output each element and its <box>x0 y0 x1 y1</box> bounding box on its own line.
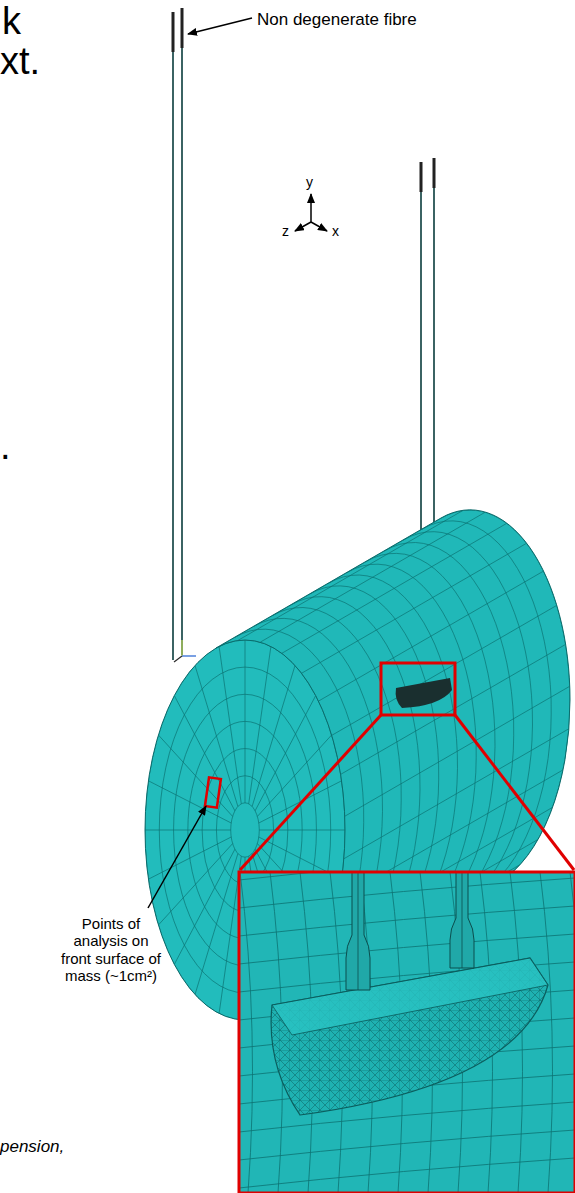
mesh-line <box>385 543 514 915</box>
text-label: k <box>2 0 21 44</box>
mesh-line <box>174 849 235 964</box>
mesh-line <box>441 510 570 882</box>
inset-ground <box>239 872 575 1193</box>
axis-triad <box>295 194 327 231</box>
text-label: Points of analysis on front surface of m… <box>58 915 164 984</box>
mesh-line <box>239 1158 575 1188</box>
mesh-line <box>158 844 232 925</box>
mesh-line <box>366 553 495 925</box>
fibre-end <box>433 158 436 188</box>
mesh-line <box>158 735 232 816</box>
mesh-line <box>259 830 345 831</box>
mesh-line <box>403 532 532 904</box>
mesh-line <box>422 521 551 893</box>
mesh-line <box>257 735 331 816</box>
fibre <box>172 12 174 660</box>
mesh-line <box>219 647 241 804</box>
text-label: pension, <box>0 1137 64 1157</box>
fibre <box>181 8 183 655</box>
zoom-box <box>381 663 455 715</box>
fibre-end <box>181 8 184 48</box>
fibre-end <box>172 12 175 52</box>
analysis-region <box>205 777 221 807</box>
text-label: z <box>282 223 289 239</box>
text-label: . <box>0 425 11 469</box>
mesh-line <box>245 640 246 803</box>
text-label: Non degenerate fibre <box>257 10 417 30</box>
text-label: xt. <box>0 40 40 84</box>
mesh-line <box>195 854 238 995</box>
text-label: y <box>306 174 313 190</box>
fibre-end <box>420 162 423 192</box>
leader-line <box>188 18 252 34</box>
mesh-line <box>239 1130 575 1160</box>
mesh-line <box>252 666 295 807</box>
leader-line <box>148 806 206 908</box>
ear <box>396 678 452 708</box>
mesh-line <box>231 803 260 857</box>
mesh-line <box>540 872 553 1193</box>
inset-frame <box>239 872 575 1193</box>
mesh-line <box>239 1102 575 1132</box>
zoom-line <box>240 715 381 870</box>
text-label: x <box>332 223 339 239</box>
mesh-line <box>148 837 231 879</box>
mesh-line <box>145 830 231 831</box>
mesh-line <box>239 906 575 936</box>
mesh-line <box>239 878 575 908</box>
zoom-line <box>455 715 574 870</box>
mesh-line <box>240 872 253 1193</box>
mesh-line <box>255 696 316 811</box>
mesh-line <box>174 696 235 811</box>
local-axes <box>174 640 196 662</box>
ear-zoom <box>271 872 548 1115</box>
